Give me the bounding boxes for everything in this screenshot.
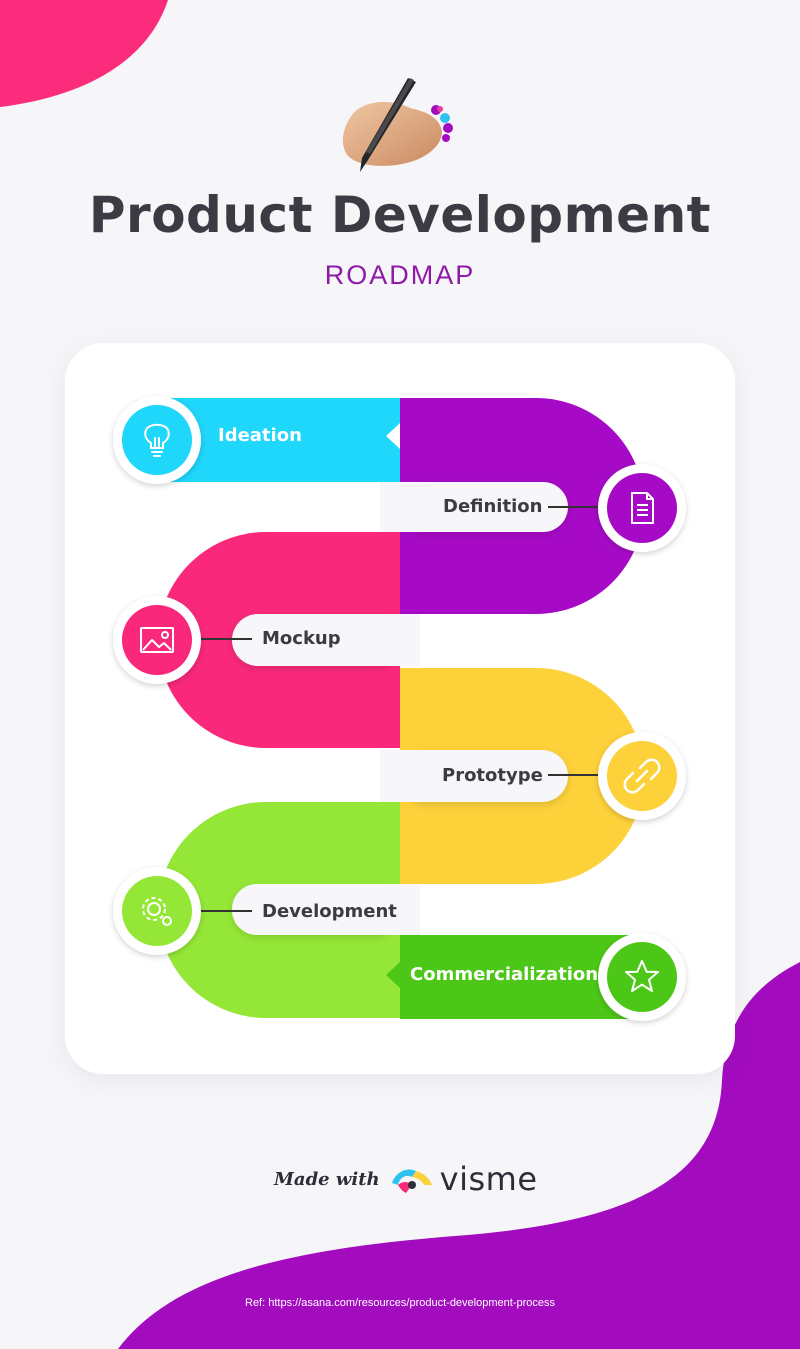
stage-label-definition: Definition — [443, 496, 543, 517]
made-with-text: Made with — [274, 1168, 380, 1190]
mockup-badge — [113, 596, 201, 684]
commercialization-badge — [598, 933, 686, 1021]
gears-icon — [142, 897, 172, 926]
page-title: Product Development — [88, 186, 712, 244]
stage-label-ideation: Ideation — [218, 425, 302, 446]
lane-development — [232, 884, 400, 935]
stage-label-prototype: Prototype — [442, 765, 543, 786]
lane-definition — [400, 482, 568, 532]
purple-corner-blob — [118, 962, 800, 1349]
document-icon — [631, 492, 654, 524]
prototype-badge — [598, 732, 686, 820]
visme-logo-icon — [391, 1169, 432, 1193]
development-badge — [113, 867, 201, 955]
made-with-visme[interactable]: Made with visme — [274, 1160, 538, 1198]
road-segment-commercialization — [386, 935, 640, 1019]
stage-label-development: Development — [262, 901, 397, 922]
road-segment-ideation — [160, 398, 400, 482]
reference-link[interactable]: Ref: https://asana.com/resources/product… — [245, 1297, 555, 1309]
star-icon — [625, 960, 659, 992]
link-icon — [623, 758, 661, 794]
definition-badge — [598, 464, 686, 552]
stage-label-commercialization: Commercialization — [410, 964, 599, 985]
stage-label-mockup: Mockup — [262, 628, 341, 649]
lightbulb-icon — [144, 423, 170, 457]
page-subtitle: ROADMAP — [324, 260, 476, 290]
ideation-badge — [113, 396, 201, 484]
visme-brand-text: visme — [439, 1160, 538, 1198]
image-icon — [140, 627, 174, 653]
hand-stylus-illustration — [342, 78, 453, 172]
pink-corner-blob — [0, 0, 168, 107]
lane-prototype — [400, 750, 568, 802]
lane-mockup — [232, 614, 400, 666]
